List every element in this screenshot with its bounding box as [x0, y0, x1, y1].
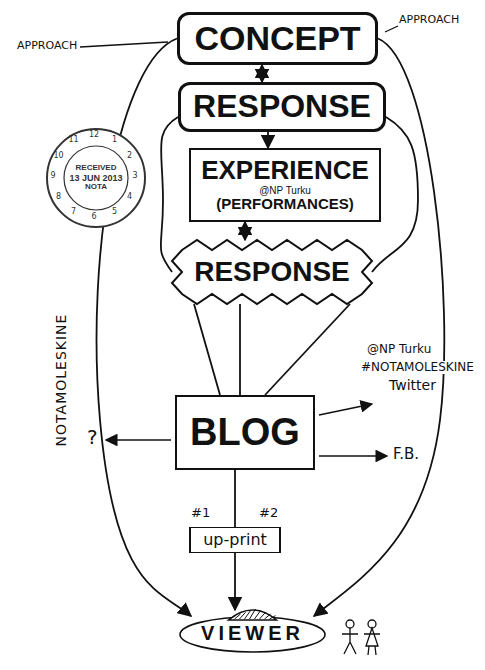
clock-number: 5	[112, 207, 117, 216]
blog-arrow	[319, 455, 387, 457]
blog-arrow	[106, 439, 171, 441]
connector	[265, 304, 350, 395]
note-label: #1	[190, 506, 211, 520]
note-label: Twitter	[388, 378, 437, 393]
node-title: VIEWER	[201, 622, 304, 644]
clock-number: 7	[71, 207, 76, 216]
clock-number: 10	[53, 151, 63, 160]
connector	[97, 39, 191, 617]
node-title: EXPERIENCE	[201, 156, 369, 185]
connector	[194, 304, 220, 395]
dome-hatch	[250, 609, 256, 619]
leader-line	[80, 42, 168, 47]
stamp-ring	[64, 146, 128, 210]
viewer-oval: VIEWER	[179, 606, 326, 653]
note-label: #NOTAMOLESKINE	[360, 361, 475, 374]
node-title: CONCEPT	[194, 19, 361, 57]
dome-hatch	[260, 612, 266, 619]
experience-box: EXPERIENCE@NP Turku(PERFORMANCES)	[189, 148, 381, 222]
note-label: F.B.	[392, 446, 420, 463]
clock-number: 4	[127, 192, 132, 201]
clock-number: 11	[68, 136, 78, 145]
leader-line	[385, 26, 398, 32]
node-title: up-print	[203, 531, 267, 549]
clock-number: 1	[112, 136, 117, 145]
note-label: ?	[86, 426, 99, 448]
connector	[234, 553, 236, 610]
viewer-outline	[180, 617, 325, 652]
node-title: RESPONSE	[194, 256, 350, 287]
note-label: APPROACH	[16, 40, 78, 52]
node-text: 13 JUN 2013	[69, 173, 122, 183]
node-text: (PERFORMANCES)	[201, 196, 369, 213]
dome-hatch	[270, 616, 276, 619]
dome-hatch	[265, 614, 271, 619]
node-text: @NP Turku	[201, 185, 369, 196]
clock-number: 2	[127, 151, 132, 160]
response-burst: RESPONSE	[172, 240, 372, 304]
connector	[267, 132, 269, 148]
clock-number: 8	[56, 192, 61, 201]
note-label: #2	[258, 506, 279, 520]
note-label: @NP Turku	[366, 343, 432, 356]
concept-box: CONCEPT	[177, 12, 378, 65]
edge-label: NOTAMOLESKINE	[54, 312, 69, 449]
clock-number: 9	[50, 172, 55, 181]
connector	[261, 65, 263, 82]
dome-hatch	[245, 611, 251, 619]
blog-box: BLOG	[175, 395, 315, 470]
burst-outline	[172, 240, 372, 304]
connector	[234, 470, 236, 527]
clock-number: 6	[91, 213, 96, 222]
note-label: APPROACH	[398, 14, 460, 26]
clock-number: 12	[89, 131, 99, 140]
node-text: NOTA	[85, 183, 107, 192]
connector	[239, 304, 241, 395]
response-box: RESPONSE	[178, 82, 386, 132]
blog-arrow	[319, 404, 372, 415]
dome-hatch	[240, 612, 246, 619]
clock-number: 3	[132, 172, 137, 181]
connector	[161, 117, 178, 272]
stick-figure	[364, 628, 380, 655]
up-print-box: up-print	[189, 527, 281, 553]
viewer-dome	[229, 610, 277, 620]
dome-hatch	[255, 611, 261, 619]
node-title: RECEIVED	[76, 164, 117, 173]
stick-figure	[342, 628, 358, 654]
stick-figure	[346, 620, 354, 628]
connector	[244, 222, 246, 240]
node-title: RESPONSE	[193, 89, 371, 125]
node-title: BLOG	[190, 411, 300, 454]
